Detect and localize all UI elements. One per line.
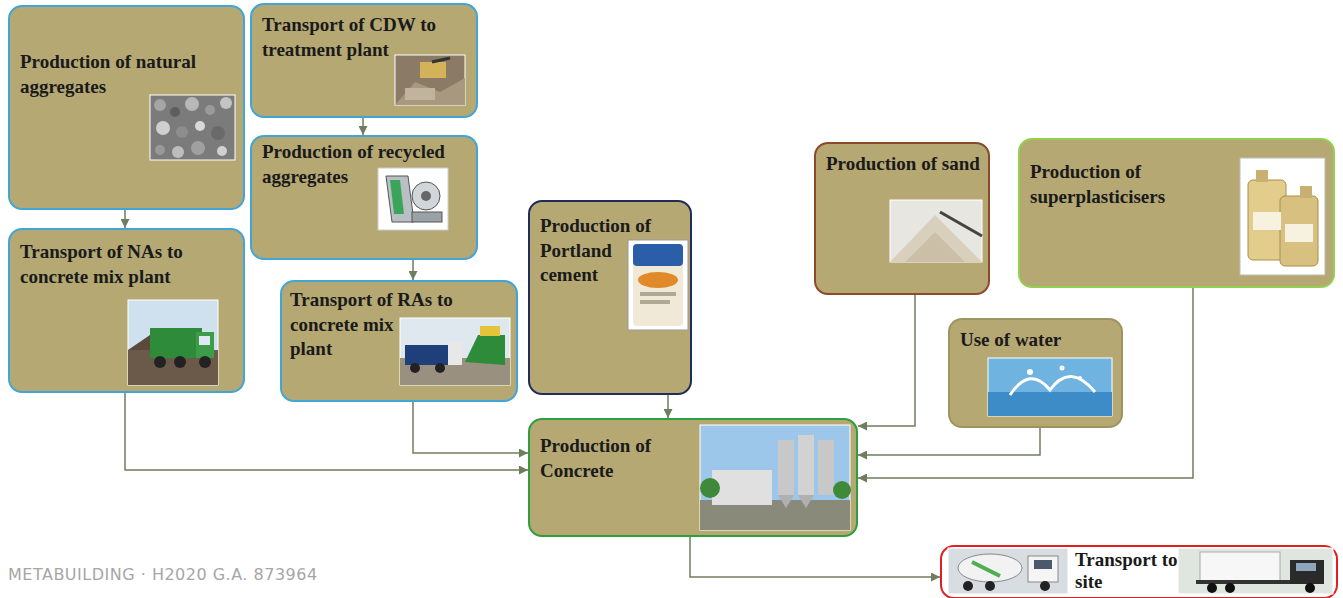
crusher-drawing bbox=[378, 168, 448, 230]
box-label: Production of sand bbox=[826, 152, 982, 177]
process-box: Transport of RAs to concrete mix plant bbox=[280, 280, 518, 402]
box-label: Production of Concrete bbox=[540, 434, 850, 483]
image-spacer bbox=[372, 168, 470, 234]
box-label: Transport of CDW to treatment plant bbox=[262, 13, 470, 62]
box-label: Production of natural aggregates bbox=[20, 50, 237, 99]
flow-arrow bbox=[858, 428, 1040, 455]
image-spacer bbox=[144, 95, 237, 164]
image-spacer bbox=[622, 240, 684, 334]
box-label: Use of water bbox=[960, 328, 1115, 353]
box-label: Transport to site bbox=[1075, 549, 1180, 593]
process-box: Transport of NAs to concrete mix plant bbox=[8, 228, 245, 393]
truck-photo bbox=[128, 300, 218, 385]
admixture-jugs-photo bbox=[1240, 158, 1325, 275]
process-box: Production of Portland cement bbox=[528, 200, 692, 395]
image-spacer bbox=[394, 318, 510, 389]
box-label: Production of Portland cement bbox=[540, 214, 684, 288]
mixer-truck-photo bbox=[948, 548, 1068, 594]
flow-arrow bbox=[125, 393, 528, 470]
flow-arrow bbox=[858, 288, 1193, 478]
gravel-photo bbox=[150, 95, 235, 160]
flow-arrow bbox=[412, 260, 414, 280]
cement-bag-photo bbox=[628, 240, 688, 330]
flow-arrow bbox=[858, 295, 915, 426]
box-label: Transport of RAs to concrete mix plant bbox=[290, 288, 510, 362]
concrete-plant-photo bbox=[700, 425, 851, 530]
watermark-text: METABUILDING · H2020 G.A. 873964 bbox=[8, 565, 318, 584]
box-label: Transport of NAs to concrete mix plant bbox=[20, 240, 188, 289]
box-label: Production of recycled aggregates bbox=[262, 140, 470, 189]
image-spacer bbox=[982, 358, 1115, 420]
demolition-photo bbox=[395, 55, 465, 105]
image-spacer bbox=[389, 55, 470, 109]
flatbed-truck-photo bbox=[1178, 548, 1333, 594]
image-spacer bbox=[122, 300, 237, 389]
flow-arrow bbox=[413, 402, 528, 453]
image-spacer bbox=[694, 434, 850, 543]
process-box: Production of sand bbox=[814, 142, 990, 295]
haul-trucks-photo bbox=[400, 318, 510, 385]
flow-arrow bbox=[124, 210, 126, 228]
process-box: Use of water bbox=[948, 318, 1123, 428]
process-box: Production of natural aggregates bbox=[8, 5, 245, 210]
box-label: Production of superplasticisers bbox=[1030, 160, 1327, 209]
image-spacer bbox=[1234, 160, 1327, 281]
sand-pile-photo bbox=[890, 200, 982, 262]
flow-arrow bbox=[362, 118, 364, 135]
flow-arrow bbox=[667, 395, 669, 418]
water-photo bbox=[988, 358, 1112, 416]
flow-arrow bbox=[690, 537, 940, 577]
process-box: Production of recycled aggregates bbox=[250, 135, 478, 260]
image-spacer bbox=[884, 200, 982, 266]
process-box: Transport of CDW to treatment plant bbox=[250, 3, 478, 118]
process-box: Transport to site bbox=[940, 545, 1338, 598]
process-box: Production of Concrete bbox=[528, 418, 858, 537]
process-box: Production of superplasticisers bbox=[1018, 138, 1335, 288]
